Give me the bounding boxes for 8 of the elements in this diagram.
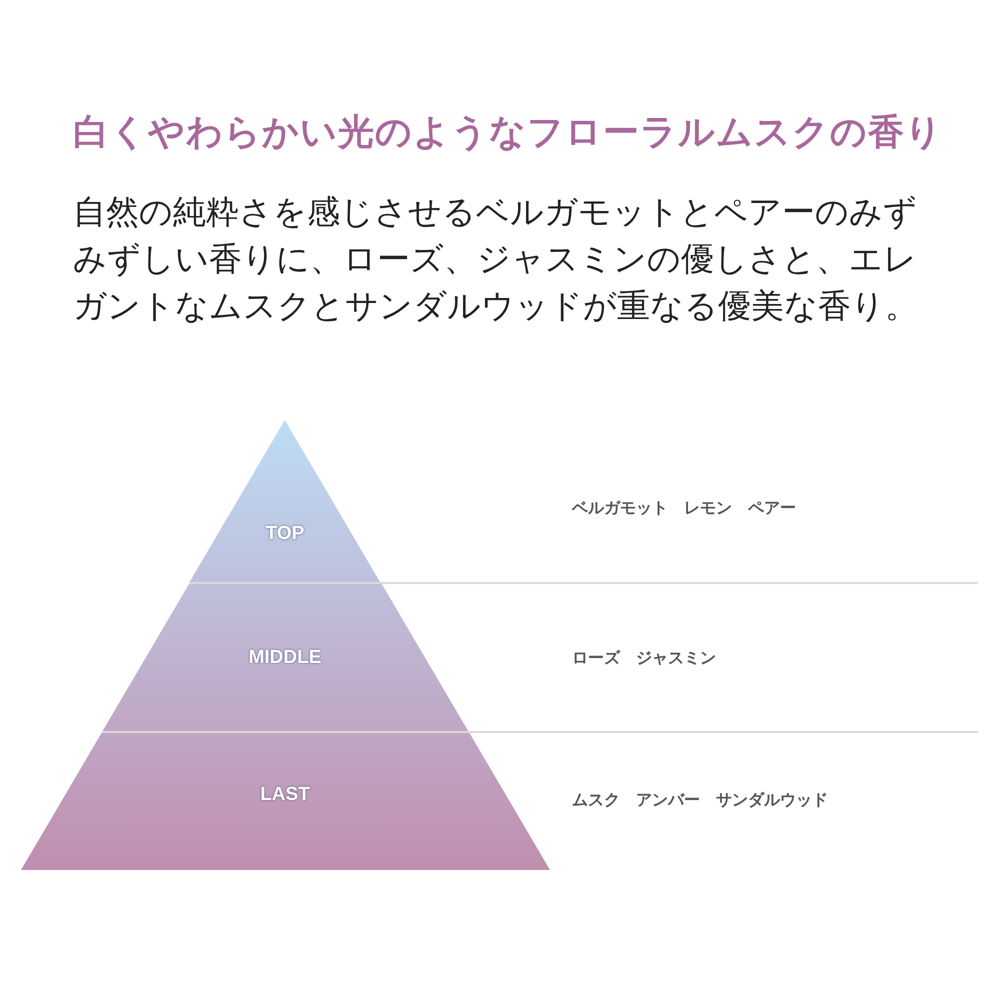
description-paragraph: 自然の純粋さを感じさせるベルガモットとペアーのみずみずしい香りに、ローズ、ジャスミンの優しさと、エレガントなムスクとサンダルウッドが重なる優美な香り。 (73, 191, 919, 327)
tier-label: LAST (260, 784, 310, 806)
tier-label: TOP (266, 523, 304, 545)
note-text: ベルガモット レモン ペアー (572, 498, 796, 518)
note-text: ローズ ジャスミン (572, 648, 716, 668)
tier-label: MIDDLE (248, 647, 322, 669)
heading: 白くやわらかい光のようなフローラルムスクの香り (73, 112, 943, 154)
note-text: ムスク アンバー サンダルウッド (572, 790, 828, 810)
